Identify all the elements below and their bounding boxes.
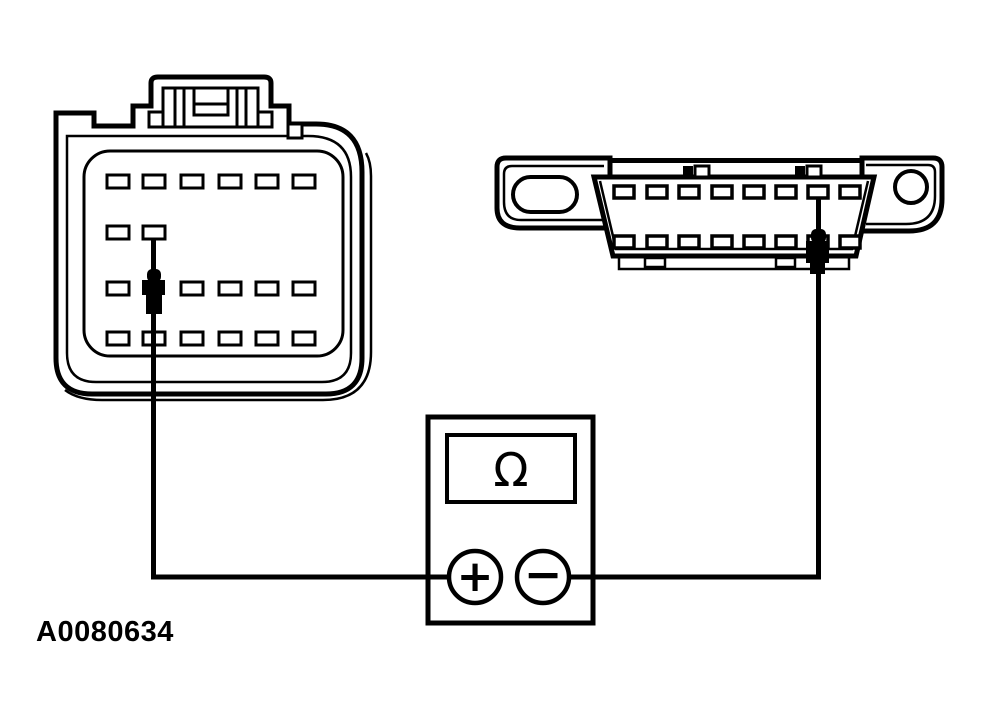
pin <box>179 173 205 190</box>
latch-right-foot <box>258 110 274 129</box>
pin <box>742 184 766 200</box>
pin-row-1 <box>105 173 317 190</box>
pin <box>838 184 862 200</box>
probe-body <box>142 280 165 295</box>
latch-center-block <box>192 86 230 117</box>
pin <box>291 173 317 190</box>
dlc-right-ear-hole <box>893 169 929 205</box>
dlc-pin-row-upper <box>612 184 862 200</box>
dlc-bottom-notch <box>643 256 667 269</box>
pin <box>645 184 669 200</box>
pin <box>710 234 734 250</box>
index-tab-key <box>683 166 693 177</box>
ohm-symbol: Ω <box>493 443 528 497</box>
pin <box>105 224 131 241</box>
latch-right-bar <box>235 88 248 127</box>
ohmmeter-terminals: + − <box>446 547 572 606</box>
pin <box>217 330 243 347</box>
dlc-right-ear-inner-line <box>866 163 937 226</box>
negative-terminal <box>514 548 572 606</box>
right-connector <box>494 155 945 271</box>
pin-field-outline <box>82 149 345 358</box>
negative-lead-wire <box>570 197 821 580</box>
pin <box>105 330 131 347</box>
dlc-housing-inner-line <box>598 180 870 251</box>
pin <box>217 280 243 297</box>
ohmmeter-body <box>425 414 596 626</box>
pin <box>105 280 131 297</box>
pin-row-3 <box>105 280 317 297</box>
pin <box>838 234 862 250</box>
connector-latch-detail <box>147 86 274 129</box>
negative-terminal-label: − <box>524 547 563 601</box>
pin <box>254 330 280 347</box>
latch-left-foot <box>147 110 163 129</box>
pin <box>710 184 734 200</box>
dlc-left-ear-inner-line <box>502 164 604 222</box>
positive-terminal-label: + <box>457 551 494 602</box>
left-connector-outer-shell-line <box>64 152 373 402</box>
pin <box>774 234 798 250</box>
probe-base <box>146 294 162 314</box>
pin-row-4 <box>105 330 317 347</box>
test-lead-wires <box>151 197 821 580</box>
latch-left-bar <box>173 88 186 127</box>
dlc-top-index-tab <box>683 164 711 179</box>
pin <box>105 173 131 190</box>
probe-base <box>810 262 825 274</box>
ohmmeter-display <box>445 433 577 504</box>
positive-terminal <box>446 548 504 606</box>
probe-tip <box>811 229 826 243</box>
pin <box>774 184 798 200</box>
probed-pin <box>141 224 167 241</box>
index-tab-key <box>795 166 805 177</box>
pin <box>179 330 205 347</box>
pin <box>291 330 317 347</box>
probe-tip <box>147 269 161 282</box>
latch-frame <box>161 86 260 129</box>
probed-pin <box>806 184 830 200</box>
pin <box>141 173 167 190</box>
pin <box>677 184 701 200</box>
positive-lead-wire <box>151 239 450 580</box>
dlc-top-index-tab <box>795 164 823 179</box>
index-tab-slot <box>693 164 711 179</box>
pin <box>254 280 280 297</box>
left-connector-body-outline <box>53 74 365 397</box>
dlc-bottom-strip <box>617 256 851 271</box>
pin <box>254 173 280 190</box>
probe-body <box>806 241 829 263</box>
dlc-bottom-notch <box>774 256 797 269</box>
dlc-housing-outline <box>590 174 878 259</box>
pin <box>645 234 669 250</box>
right-probe <box>806 229 829 274</box>
left-connector <box>53 74 373 402</box>
drawing-number-label: A0080634 <box>36 616 174 648</box>
ohmmeter: Ω <box>425 414 596 626</box>
pin <box>217 173 243 190</box>
dlc-left-ear-slot <box>511 175 579 214</box>
pin-row-2 <box>105 224 167 241</box>
pin <box>677 234 701 250</box>
left-probe <box>142 269 165 314</box>
latch-side-notch <box>286 122 304 140</box>
pin <box>291 280 317 297</box>
pin <box>179 280 205 297</box>
pin <box>612 234 636 250</box>
left-connector-inner-shell-line <box>65 134 353 384</box>
pin <box>742 234 766 250</box>
pin <box>612 184 636 200</box>
index-tab-slot <box>805 164 823 179</box>
